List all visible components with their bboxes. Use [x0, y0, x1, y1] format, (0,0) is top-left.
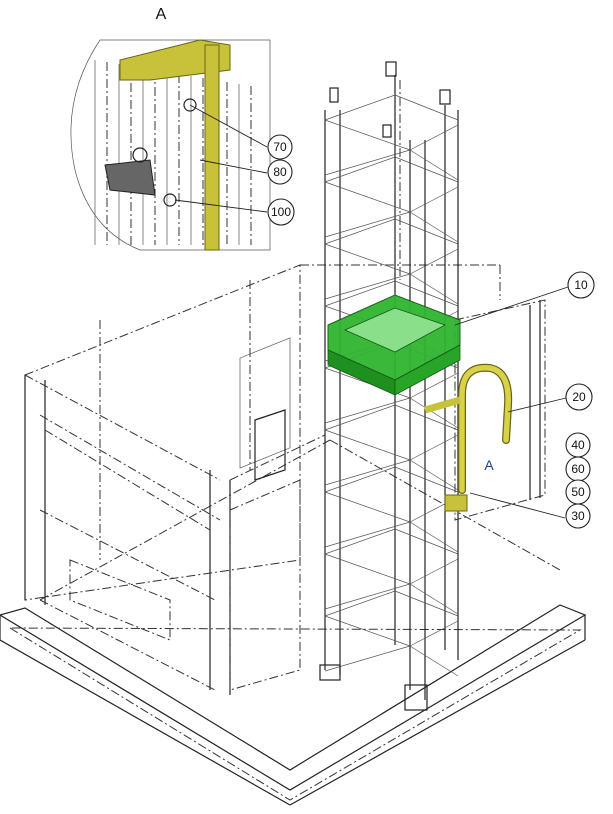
mast-brace — [409, 645, 459, 677]
mast-brace — [394, 218, 459, 245]
cage — [24, 264, 501, 695]
mast-brace — [324, 429, 411, 461]
mast — [319, 61, 459, 711]
mast-brace — [324, 211, 411, 238]
mast-brace — [324, 280, 396, 307]
mast-brace — [324, 459, 411, 486]
mast-brace — [324, 94, 396, 121]
mast-brace — [394, 94, 459, 121]
callout-100: 100 — [267, 198, 295, 226]
leader-lines — [174, 104, 569, 519]
mast-brace — [324, 149, 411, 176]
callout-label: 100 — [271, 205, 291, 219]
mast-brace — [409, 124, 459, 151]
mast-brace — [409, 372, 459, 399]
mast-brace — [394, 156, 459, 183]
callout-label: 60 — [571, 462, 585, 476]
mast-brace — [409, 459, 459, 491]
detail-view-label: A — [156, 6, 167, 23]
detail-view-a — [70, 39, 271, 251]
mast-brace — [324, 590, 396, 617]
mast-frame-highlight — [327, 294, 461, 396]
mast-brace — [324, 218, 396, 245]
mast-brace — [409, 248, 459, 275]
mast-brace — [324, 243, 411, 275]
mast-brace — [324, 645, 411, 672]
callout-80: 80 — [267, 159, 293, 185]
callout-label: 20 — [572, 390, 586, 404]
mast-brace — [324, 466, 396, 493]
mast-brace — [409, 149, 459, 181]
mast-brace — [409, 186, 459, 213]
mast-brace — [394, 590, 459, 617]
mast-brace — [324, 404, 396, 431]
mast-brace — [409, 583, 459, 615]
callout-10: 10 — [567, 271, 595, 299]
mast-brace — [394, 466, 459, 493]
callout-60: 60 — [565, 456, 591, 482]
mast-brace — [324, 491, 411, 523]
callout-label: 30 — [571, 509, 585, 523]
callout-label: 70 — [273, 140, 287, 154]
mast-brace — [324, 553, 411, 585]
mast-brace — [409, 434, 459, 461]
callout-50: 50 — [565, 479, 591, 505]
mast-brace — [394, 404, 459, 431]
mast-brace — [409, 558, 459, 585]
mast-brace — [324, 181, 411, 213]
section-marker-label: A — [484, 457, 494, 473]
mast-brace — [324, 521, 411, 548]
base-frame — [0, 439, 587, 806]
mast-brace — [409, 521, 459, 553]
mast-brace — [409, 620, 459, 647]
callout-label: 80 — [273, 165, 287, 179]
mast-brace — [324, 273, 411, 300]
mast-brace — [409, 273, 459, 305]
callout-20: 20 — [565, 383, 593, 411]
side-door — [454, 299, 546, 521]
pipe-highlight — [424, 363, 513, 512]
mast-brace — [394, 528, 459, 555]
callout-30: 30 — [565, 503, 591, 529]
mast-brace — [324, 119, 411, 151]
callout-label: 10 — [574, 278, 588, 292]
callout-label: 50 — [571, 485, 585, 499]
callout-70: 70 — [267, 134, 293, 160]
callout-label: 40 — [571, 438, 585, 452]
mast-brace — [324, 397, 411, 424]
mast-brace — [324, 528, 396, 555]
mast-brace — [324, 615, 411, 647]
mast-brace — [409, 211, 459, 243]
callout-40: 40 — [565, 432, 591, 458]
mast-brace — [394, 280, 459, 307]
mast-brace — [409, 397, 459, 429]
mast-brace — [324, 156, 396, 183]
mast-brace — [324, 583, 411, 610]
